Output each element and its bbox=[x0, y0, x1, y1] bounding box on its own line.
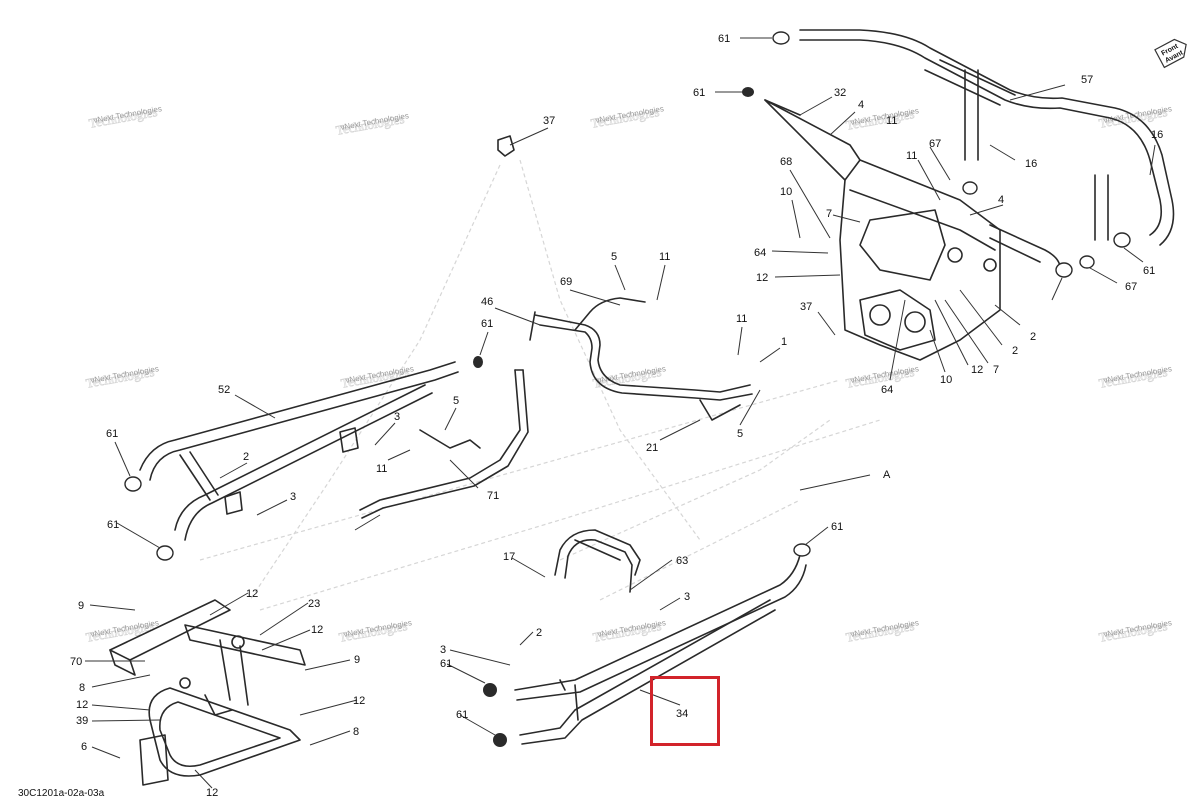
mid-support-bar-69 bbox=[529, 297, 753, 421]
callout-61: 61 bbox=[481, 318, 493, 330]
callout-71: 71 bbox=[487, 490, 499, 502]
callout-7: 7 bbox=[826, 208, 832, 220]
callout-17: 17 bbox=[503, 551, 515, 563]
hitch-assembly bbox=[109, 599, 306, 786]
callout-12: 12 bbox=[971, 364, 983, 376]
callout-67: 67 bbox=[1125, 281, 1137, 293]
callout-70: 70 bbox=[70, 656, 82, 668]
callout-11: 11 bbox=[736, 313, 747, 325]
callout-12: 12 bbox=[206, 787, 218, 799]
callout-34: 34 bbox=[676, 708, 688, 720]
callout-12: 12 bbox=[311, 624, 323, 636]
callout-23: 23 bbox=[308, 598, 320, 610]
front-bumper-57 bbox=[799, 29, 1175, 269]
callout-34-highlight-box bbox=[650, 676, 720, 746]
callout-46: 46 bbox=[481, 296, 493, 308]
callout-12: 12 bbox=[353, 695, 365, 707]
callout-57: 57 bbox=[1081, 74, 1093, 86]
diagram-reference-code: 30C1201a-02a-03a bbox=[18, 788, 105, 799]
rear-arm-34 bbox=[514, 554, 807, 745]
callout-63: 63 bbox=[676, 555, 688, 567]
frame-ghost-outline bbox=[199, 159, 881, 611]
callout-6: 6 bbox=[81, 741, 87, 753]
callout-64: 64 bbox=[754, 247, 766, 259]
callout-8: 8 bbox=[353, 726, 359, 738]
rear-caps bbox=[124, 356, 811, 747]
callout-37: 37 bbox=[543, 115, 555, 127]
callout-32: 32 bbox=[834, 87, 846, 99]
front-badge: Front Avant bbox=[1154, 38, 1187, 69]
callout-A: A bbox=[883, 469, 891, 481]
callout-8: 8 bbox=[79, 682, 85, 694]
front-caps bbox=[742, 31, 1131, 278]
callout-39: 39 bbox=[76, 715, 88, 727]
callout-2: 2 bbox=[536, 627, 542, 639]
callout-68: 68 bbox=[780, 156, 792, 168]
callout-3: 3 bbox=[394, 411, 400, 423]
bracket-37 bbox=[497, 135, 515, 157]
callout-11: 11 bbox=[886, 115, 897, 127]
callout-9: 9 bbox=[354, 654, 360, 666]
callout-61: 61 bbox=[718, 33, 730, 45]
callout-12: 12 bbox=[246, 588, 258, 600]
callout-61: 61 bbox=[693, 87, 705, 99]
callout-4: 4 bbox=[998, 194, 1004, 206]
callout-11: 11 bbox=[659, 251, 670, 263]
callout-52: 52 bbox=[218, 384, 230, 396]
callout-61: 61 bbox=[831, 521, 843, 533]
callout-64: 64 bbox=[881, 384, 893, 396]
callout-3: 3 bbox=[290, 491, 296, 503]
left-arm-52 bbox=[139, 361, 459, 541]
callout-2: 2 bbox=[243, 451, 249, 463]
callout-21: 21 bbox=[646, 442, 658, 454]
callout-12: 12 bbox=[756, 272, 768, 284]
bracket-63 bbox=[554, 529, 641, 593]
callout-61: 61 bbox=[1143, 265, 1155, 277]
callout-5: 5 bbox=[611, 251, 617, 263]
callout-61: 61 bbox=[106, 428, 118, 440]
callout-11: 11 bbox=[376, 463, 387, 475]
support-71 bbox=[359, 369, 529, 519]
callout-11: 11 bbox=[906, 150, 917, 162]
callout-37: 37 bbox=[800, 301, 812, 313]
callout-67: 67 bbox=[929, 138, 941, 150]
callout-61: 61 bbox=[440, 658, 452, 670]
callout-10: 10 bbox=[780, 186, 792, 198]
callout-labels: 61 61 32 4 11 57 16 37 68 11 67 4 16 10 … bbox=[70, 33, 1163, 799]
leader-lines bbox=[85, 37, 1156, 789]
callout-5: 5 bbox=[737, 428, 743, 440]
callout-4: 4 bbox=[858, 99, 864, 111]
callout-3: 3 bbox=[440, 644, 446, 656]
callout-16: 16 bbox=[1151, 129, 1163, 141]
callout-61: 61 bbox=[107, 519, 119, 531]
callout-2: 2 bbox=[1012, 345, 1018, 357]
callout-3: 3 bbox=[684, 591, 690, 603]
callout-69: 69 bbox=[560, 276, 572, 288]
callout-10: 10 bbox=[940, 374, 952, 386]
front-plate-assembly bbox=[764, 99, 1001, 361]
callout-61: 61 bbox=[456, 709, 468, 721]
callout-9: 9 bbox=[78, 600, 84, 612]
callout-1: 1 bbox=[781, 336, 787, 348]
callout-5: 5 bbox=[453, 395, 459, 407]
callout-7: 7 bbox=[993, 364, 999, 376]
callout-16: 16 bbox=[1025, 158, 1037, 170]
callout-2: 2 bbox=[1030, 331, 1036, 343]
callout-12: 12 bbox=[76, 699, 88, 711]
